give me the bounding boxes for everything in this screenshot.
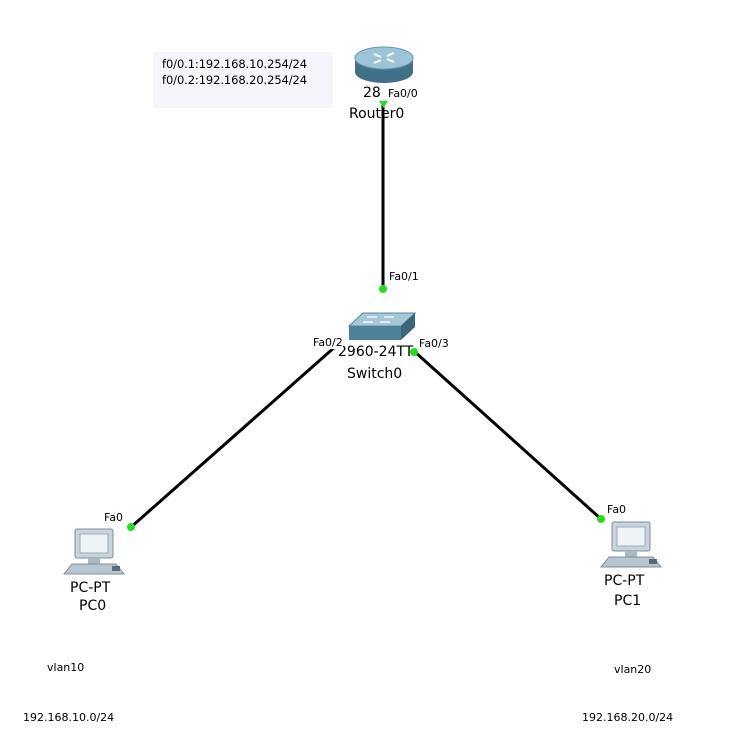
link-switch-pc1[interactable]: [413, 350, 603, 521]
note-line-subif2: f0/0.2:192.168.20.254/24: [162, 73, 307, 87]
pc0-model-label: PC-PT: [70, 580, 111, 596]
pc1-name-label: PC1: [614, 593, 642, 609]
pc0-vlan-label: vlan10: [47, 661, 85, 674]
switch-model-label: 2960-24TT: [338, 344, 414, 360]
pc1-port-label: Fa0: [607, 503, 627, 516]
router-icon[interactable]: [354, 46, 414, 83]
router-port-label: Fa0/0: [388, 87, 418, 100]
pc1-network-label: 192.168.20.0/24: [582, 711, 674, 724]
link-switch-pc0[interactable]: [129, 344, 337, 530]
router-name-label: Router0: [349, 106, 405, 122]
switch-port-right-label: Fa0/3: [419, 337, 449, 350]
switch-name-label: Switch0: [347, 366, 403, 382]
router-model-label: 28: [363, 85, 381, 101]
status-indicator-pc1-fa0: [597, 515, 605, 523]
pc1-model-label: PC-PT: [604, 573, 645, 589]
pc-icon[interactable]: [62, 528, 126, 575]
switch-port-uplink-label: Fa0/1: [389, 270, 419, 283]
status-indicator-switch-fa0-1: [379, 285, 387, 293]
link-status-indicators: [127, 101, 605, 531]
status-indicator-switch-fa0-3: [410, 348, 418, 356]
pc1-vlan-label: vlan20: [614, 663, 652, 676]
note-line-subif1: f0/0.1:192.168.10.254/24: [162, 57, 307, 71]
pc0-name-label: PC0: [79, 598, 107, 614]
switch-icon[interactable]: [347, 312, 417, 340]
pc0-network-label: 192.168.10.0/24: [23, 711, 115, 724]
switch-port-left-label: Fa0/2: [313, 336, 343, 349]
status-indicator-router-fa0-0: [379, 101, 388, 108]
router-config-note: f0/0.1:192.168.10.254/24 f0/0.2:192.168.…: [153, 52, 333, 108]
pc0-port-label: Fa0: [104, 511, 124, 524]
status-indicator-pc0-fa0: [127, 523, 135, 531]
pc-icon[interactable]: [599, 521, 663, 568]
